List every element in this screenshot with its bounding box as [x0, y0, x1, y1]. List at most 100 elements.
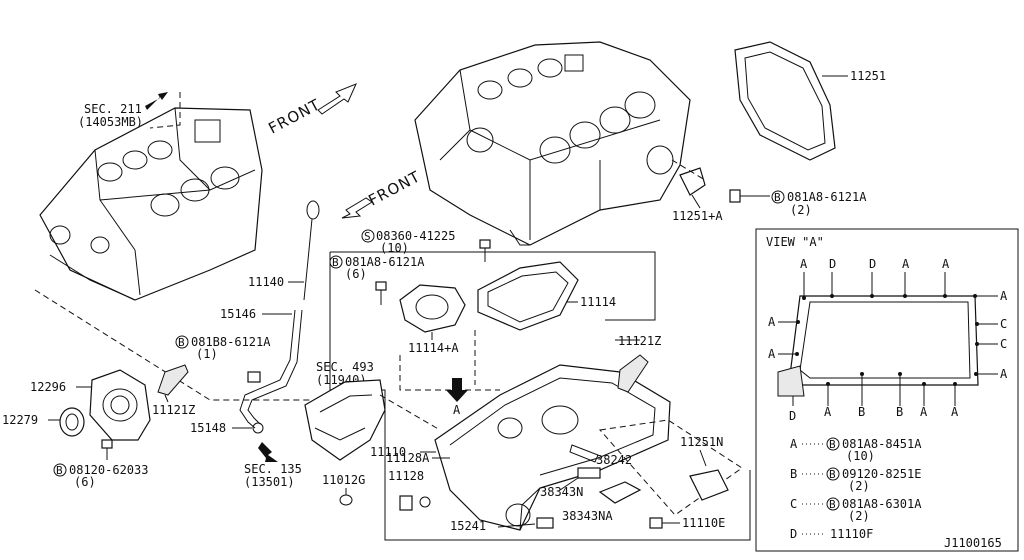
label-38343na: 38343NA	[562, 509, 613, 523]
bolt-081b8-callout: B 081B8-6121A (1)	[175, 335, 271, 383]
view-a-top-letter: A	[942, 257, 950, 271]
legend-key: B	[790, 467, 797, 481]
part-15241: 15241	[450, 517, 554, 533]
label-11110e: 11110E	[682, 516, 725, 530]
part-12279-seal: 12279	[2, 407, 85, 437]
label-11140: 11140	[248, 275, 284, 289]
svg-text:S: S	[364, 230, 371, 243]
part-11110-oil-pan: 11110	[370, 354, 671, 531]
part-15148: 15148 SEC. 135 (13501)	[190, 421, 302, 489]
label-bolt-6121a-mid: 081A8-6121A	[345, 255, 425, 269]
view-a-right-letter: A	[1000, 289, 1008, 303]
sec135-label: SEC. 135	[244, 462, 302, 476]
part-11251n: 11251N	[599, 419, 743, 516]
diagram-code: J1100165	[944, 536, 1002, 550]
view-a-left-letter: A	[768, 315, 776, 329]
label-38242: 38242	[596, 453, 632, 467]
part-11114a: 11114+A	[399, 284, 466, 355]
view-a-top-letter: D	[829, 257, 836, 271]
part-11110e: 11110E	[649, 516, 725, 530]
label-12279: 12279	[2, 413, 38, 427]
label-11114a: 11114+A	[408, 341, 459, 355]
view-a-top-letter: A	[902, 257, 910, 271]
view-a-left-letter: A	[768, 347, 776, 361]
center-cylinder-block	[414, 41, 691, 246]
left-cylinder-block	[39, 107, 263, 301]
label-11251: 11251	[850, 69, 886, 83]
part-11121z-left: 11121Z	[152, 364, 195, 417]
svg-text:B: B	[774, 191, 781, 204]
view-a-top-letter: D	[869, 257, 876, 271]
label-15146: 15146	[220, 307, 256, 321]
label-15241: 15241	[450, 519, 486, 533]
sec135-sublabel: (13501)	[244, 475, 295, 489]
qty-bolt-6121a-mid: (6)	[345, 267, 367, 281]
view-a-bottom-letter: A	[951, 405, 959, 419]
label-bolt-41225: 08360-41225	[376, 229, 455, 243]
dash-guide-11114a	[399, 355, 500, 391]
part-12296-retainer: 12296	[30, 369, 151, 441]
part-38343na: 38343NA	[562, 481, 642, 523]
label-11128: 11128	[388, 469, 424, 483]
legend-qty: (2)	[848, 479, 870, 493]
view-a-bottom-letter: D	[789, 409, 796, 423]
label-11110: 11110	[370, 445, 406, 459]
legend-qty: (2)	[848, 509, 870, 523]
front-label-upper: FRONT	[265, 95, 323, 137]
view-a-right-letter: A	[1000, 367, 1008, 381]
sec493-label: SEC. 493	[316, 360, 374, 374]
label-11121z-left: 11121Z	[152, 403, 195, 417]
legend-part: 081A8-6301A	[842, 497, 922, 511]
oil-pan-group-bracket	[329, 252, 751, 541]
label-bolt-6121a-right: 081A8-6121A	[787, 190, 867, 204]
view-a-bottom-letter: A	[920, 405, 928, 419]
label-11251a: 11251+A	[672, 209, 723, 223]
svg-text:B: B	[829, 438, 836, 451]
legend-part: 09120-8251E	[842, 467, 921, 481]
view-a-bottom-letters: D A B B A A	[789, 376, 959, 423]
legend-qty: (10)	[846, 449, 875, 463]
part-15146-tube: 15146	[220, 307, 303, 429]
front-arrow-upper: FRONT	[265, 83, 357, 138]
view-a-right-letters: A C C A	[975, 289, 1008, 381]
label-11128a: 11128A	[386, 451, 430, 465]
view-a-bottom-letter: B	[896, 405, 903, 419]
legend-part: 081A8-8451A	[842, 437, 922, 451]
part-38242: 38242	[569, 444, 632, 467]
bolt-6121a-right: B 081A8-6121A (2)	[729, 189, 867, 217]
view-a-right-letter: C	[1000, 337, 1007, 351]
view-a-top-letters: A D D A A	[800, 257, 950, 296]
part-38343n: 38343N	[540, 467, 601, 499]
part-11140-dipstick: 11140	[248, 200, 320, 301]
sec493-bracket: SEC. 493 (11940)	[304, 360, 441, 461]
qty-bolt-081b8: (1)	[196, 347, 218, 361]
part-11128a: 11128A	[386, 451, 450, 465]
view-a-top-letter: A	[800, 257, 808, 271]
part-11128: 11128	[388, 469, 431, 511]
label-bolt-081b8: 081B8-6121A	[191, 335, 271, 349]
svg-text:B: B	[332, 256, 339, 269]
front-label-lower: FRONT	[365, 167, 423, 209]
view-a-bottom-letter: A	[824, 405, 832, 419]
qty-bolt-08120: (6)	[74, 475, 96, 489]
label-11114: 11114	[580, 295, 616, 309]
view-a-title: VIEW "A"	[766, 235, 824, 249]
svg-text:B: B	[56, 464, 63, 477]
oil-pan-group-bracket-top	[330, 251, 656, 321]
part-11251a: 11251+A	[671, 159, 723, 223]
label-15148: 15148	[190, 421, 226, 435]
label-11251n: 11251N	[680, 435, 723, 449]
view-a-pan-outline	[789, 295, 979, 386]
legend-key: A	[790, 437, 798, 451]
label-11121z-right: 11121Z	[618, 334, 661, 348]
svg-text:B: B	[829, 468, 836, 481]
label-arrow-a: A	[453, 403, 461, 417]
view-a-bottom-letter: B	[858, 405, 865, 419]
bolt-08120-callout: B 08120-62033 (6)	[53, 439, 148, 489]
label-bolt-08120: 08120-62033	[69, 463, 148, 477]
view-a-left-letters: A A	[768, 315, 798, 361]
label-11012g: 11012G	[322, 473, 365, 487]
qty-bolt-41225: (10)	[380, 241, 409, 255]
sec211-callout: SEC. 211 (14053MB)	[78, 92, 181, 129]
